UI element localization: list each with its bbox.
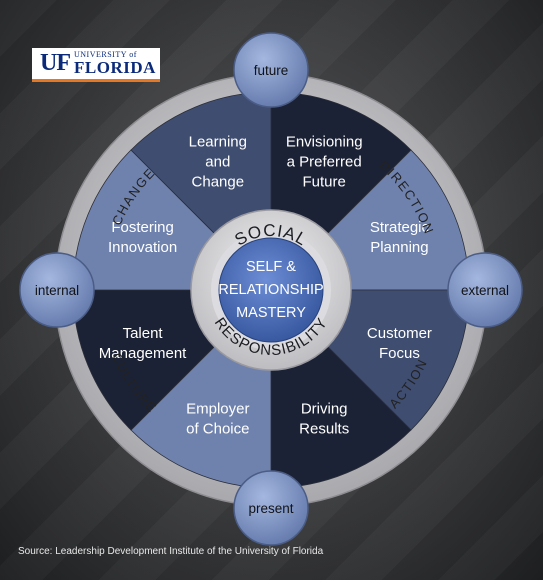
source-caption: Source: Leadership Development Institute… <box>18 546 324 557</box>
node-top-circle <box>233 32 309 108</box>
node-right-circle <box>447 252 523 328</box>
logo-university-of: UNIVERSITY of <box>74 50 137 59</box>
logo-uf-mark: UF <box>40 50 71 76</box>
node-bottom-label: present <box>248 501 293 516</box>
node-left-label: internal <box>35 283 79 298</box>
node-bottom-circle <box>233 470 309 546</box>
center-circle <box>218 237 324 343</box>
node-top-label: future <box>254 63 289 78</box>
node-right-label: external <box>461 283 509 298</box>
uf-logo: UF UNIVERSITY of FLORIDA <box>32 48 160 82</box>
logo-wordmark: UNIVERSITY of FLORIDA <box>74 50 156 77</box>
logo-florida: FLORIDA <box>74 58 156 77</box>
nodes-group: future external present internal <box>19 32 523 546</box>
node-left-circle <box>19 252 95 328</box>
